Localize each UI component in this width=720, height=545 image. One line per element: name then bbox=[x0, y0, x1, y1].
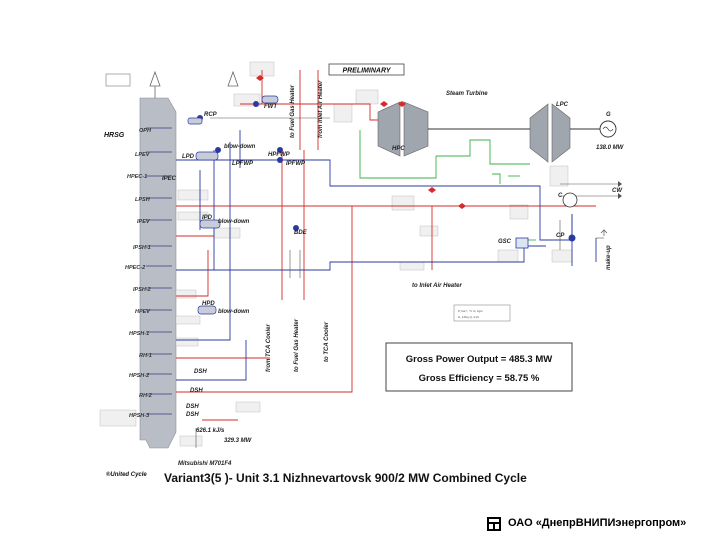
condensate-pump-icon bbox=[568, 234, 576, 242]
gas-turbine-label: Mitsubishi M701F4 bbox=[178, 461, 232, 467]
hrsg-coils bbox=[146, 127, 172, 415]
label-from-tca-cooler: from TCA Cooler bbox=[266, 324, 272, 372]
label-hpc: HPC bbox=[392, 146, 405, 152]
label-to-inlet-air-heater: to Inlet Air Heater bbox=[412, 283, 462, 289]
label-steam-turbine: Steam Turbine bbox=[446, 91, 488, 97]
label-rcp: RCP bbox=[204, 112, 218, 118]
label-lpd: LPD bbox=[182, 154, 195, 160]
label-generator: G bbox=[606, 112, 611, 118]
label-bde: BDE bbox=[294, 230, 308, 236]
condenser-icon bbox=[562, 192, 578, 208]
label-lpev: LPEV bbox=[135, 152, 151, 158]
lp-turbine bbox=[529, 103, 571, 163]
label-blowdown1: blow-down bbox=[224, 144, 256, 150]
gt-power: 329.3 MW bbox=[224, 438, 253, 444]
gross-output-box bbox=[385, 342, 573, 392]
hrsg-section-labels: OPH LPEV HPEC-1 LPSH IPEV IPSH-1 HPEC-2 … bbox=[125, 128, 152, 419]
label-dsh1: DSH bbox=[194, 369, 207, 375]
label-hpec2: HPEC-2 bbox=[125, 265, 145, 271]
stack-arrow-left bbox=[149, 70, 161, 87]
label-ipsh1: IPSH-1 bbox=[133, 245, 151, 251]
hrsg-duct bbox=[139, 97, 177, 449]
hp-turbine bbox=[377, 101, 429, 157]
gsc-icon bbox=[515, 237, 529, 249]
label-lpc: LPC bbox=[556, 102, 569, 108]
pump-icons bbox=[197, 101, 299, 231]
label-lpsh: LPSH bbox=[135, 197, 151, 203]
data-tables bbox=[99, 61, 573, 447]
legend-box bbox=[453, 304, 511, 322]
label-hpd: HPD bbox=[202, 301, 215, 307]
label-ipev: IPEV bbox=[137, 219, 151, 225]
label-ipd: IPD bbox=[202, 215, 213, 221]
rotated-labels: to Fuel Gas Heater from Inlet Air Heater… bbox=[266, 80, 612, 372]
label-rh2: RH-2 bbox=[139, 393, 152, 399]
valve-icons bbox=[256, 75, 466, 209]
label-to-fuel-gas-heater-2: to Fuel Gas Heater bbox=[294, 318, 300, 372]
red-pipes bbox=[176, 70, 596, 421]
label-dsh2: DSH bbox=[190, 388, 203, 394]
label-dsh3: DSH bbox=[186, 404, 199, 410]
label-to-tca-cooler: to TCA Cooler bbox=[324, 321, 330, 362]
label-oph: OPH bbox=[139, 128, 152, 134]
diagram-title: Variant3(5 )- Unit 3.1 Nizhnevartovsk 90… bbox=[164, 471, 527, 485]
label-lpfwp: LPFWP bbox=[232, 161, 254, 167]
label-condenser: C bbox=[558, 193, 563, 199]
label-to-fuel-gas-heater: to Fuel Gas Heater bbox=[290, 84, 296, 138]
gt-flow: 626.1 kJ/s bbox=[196, 428, 225, 434]
label-hpsh1: HPSH-1 bbox=[129, 331, 149, 337]
label-rh1: RH-1 bbox=[139, 353, 152, 359]
legend-line2: H, kJ/kg Q, kJ/s bbox=[458, 315, 480, 319]
drum-icons bbox=[187, 95, 279, 315]
label-dsh4: DSH bbox=[186, 412, 199, 418]
label-fwt: FWT bbox=[264, 104, 278, 110]
label-ipsh2: IPSH-2 bbox=[133, 287, 151, 293]
label-cw: CW bbox=[612, 188, 623, 194]
copyright-label: ®United Cycle bbox=[106, 471, 147, 478]
generator-output: 138.0 MW bbox=[596, 145, 625, 151]
gross-power-output: Gross Power Output = 485.3 MW bbox=[406, 354, 553, 365]
label-blowdown3: blow-down bbox=[218, 309, 250, 315]
label-gsc: GSC bbox=[498, 239, 512, 245]
label-cp: CP bbox=[556, 233, 565, 239]
label-ipec: IPEC bbox=[162, 176, 177, 182]
label-hpfwp: HPFWP bbox=[268, 152, 291, 158]
gross-efficiency: Gross Efficiency = 58.75 % bbox=[419, 373, 540, 384]
footer-organization: ОАО «ДнепрВНИПИэнергопром» bbox=[508, 517, 687, 529]
company-logo-icon bbox=[487, 517, 501, 531]
hrsg-tag-box bbox=[105, 73, 131, 87]
green-pipes bbox=[359, 130, 536, 241]
label-hpev: HPEV bbox=[135, 309, 151, 315]
label-from-inlet-air-heater: from Inlet Air Heater bbox=[318, 80, 324, 138]
preliminary-banner: PRELIMINARY bbox=[342, 68, 391, 75]
label-ipfwp: IPFWP bbox=[286, 161, 306, 167]
hrsg-label: HRSG bbox=[104, 132, 125, 139]
legend-line1: P, bar t, °C G, kg/s bbox=[458, 309, 483, 313]
label-hpec1: HPEC-1 bbox=[127, 174, 147, 180]
label-makeup: make-up bbox=[606, 245, 612, 270]
component-labels: RCP FWT LPD blow-down LPFWP HPFWP IPFWP … bbox=[162, 91, 625, 467]
footer: ОАО «ДнепрВНИПИэнергопром» bbox=[478, 514, 718, 534]
stack-arrow-right bbox=[227, 70, 239, 87]
label-hpsh3: HPSH-3 bbox=[129, 413, 149, 419]
label-hpsh2: HPSH-2 bbox=[129, 373, 149, 379]
preliminary-banner-box bbox=[328, 63, 405, 76]
label-blowdown2: blow-down bbox=[218, 219, 250, 225]
